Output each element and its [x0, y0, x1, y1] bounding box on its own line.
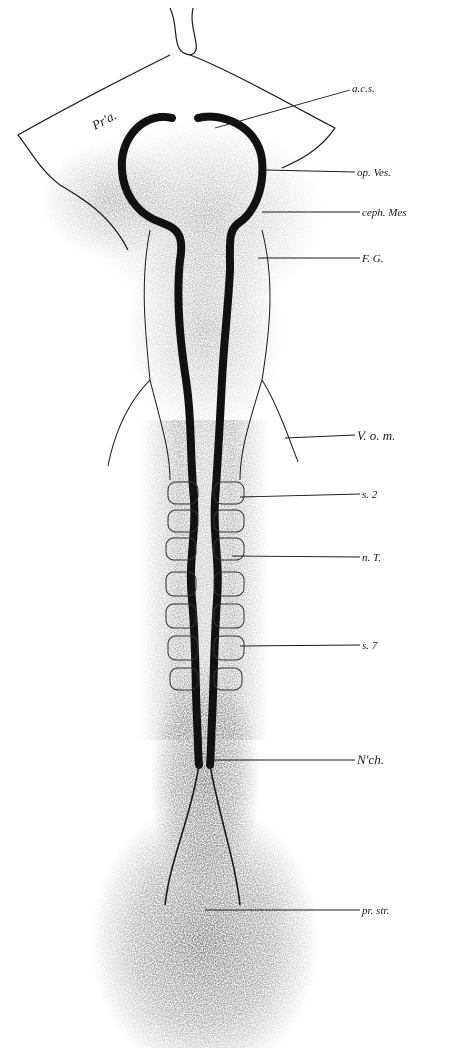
- label-nt: n. T.: [362, 552, 381, 564]
- label-acs: a.c.s.: [352, 83, 375, 95]
- label-proamnion: Pr'a.: [88, 107, 118, 133]
- label-s7: s. 7: [362, 640, 378, 652]
- label-fg: F. G.: [361, 253, 384, 265]
- label-vom: V. o. m.: [357, 428, 395, 443]
- label-s2: s. 2: [362, 489, 378, 501]
- label-pr-str: pr. str.: [361, 905, 389, 917]
- label-ceph-mes: ceph. Mes: [362, 207, 407, 219]
- label-nch: N'ch.: [356, 752, 384, 767]
- label-op-ves: op. Ves.: [357, 167, 391, 179]
